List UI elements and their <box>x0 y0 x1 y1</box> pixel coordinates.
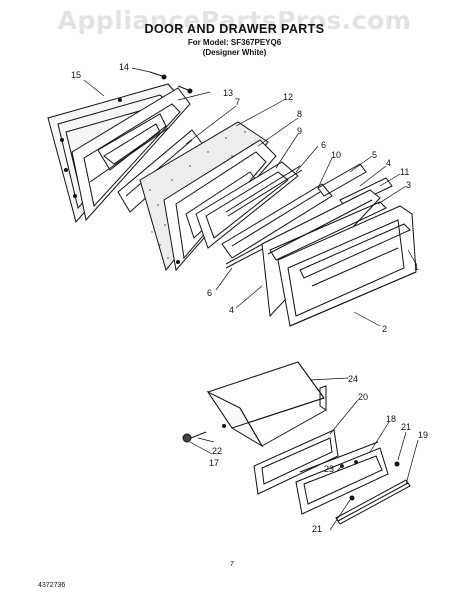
callout-19: 19 <box>418 430 428 440</box>
callout-12: 12 <box>283 92 293 102</box>
part-13-inner-panel <box>71 87 191 222</box>
part-3-frame <box>269 201 387 261</box>
leader-lines <box>83 67 419 531</box>
callout-3: 3 <box>406 180 411 190</box>
part-22-roller <box>182 424 226 443</box>
callout-labels: 15 14 13 7 12 8 9 6 10 5 4 11 3 1 6 4 2 … <box>71 62 428 534</box>
part-2-outer-door <box>277 205 417 327</box>
page-title: DOOR AND DRAWER PARTS <box>144 22 325 36</box>
part-21-23-fasteners <box>340 460 400 501</box>
callout-7: 7 <box>235 97 240 107</box>
part-5-spacer <box>317 163 367 197</box>
part-20-drawer-frame <box>253 429 339 495</box>
finish-label: (Designer White) <box>202 48 267 57</box>
callout-18: 18 <box>386 414 396 424</box>
part-19-drawer-handle <box>335 479 411 525</box>
callout-10: 10 <box>331 150 341 160</box>
callout-4-lower: 4 <box>229 305 234 315</box>
callout-11: 11 <box>400 167 409 177</box>
callout-14: 14 <box>119 62 129 72</box>
callout-6-lower: 6 <box>207 288 212 298</box>
callout-9: 9 <box>297 126 302 136</box>
callout-2: 2 <box>382 324 387 334</box>
callout-6-upper: 6 <box>321 140 326 150</box>
part-18-drawer-front <box>295 441 389 515</box>
watermark: AppliancePartsPros.com <box>57 6 412 35</box>
part-1-door-handle <box>299 223 411 287</box>
callout-5: 5 <box>372 150 377 160</box>
part-24-drawer-box <box>206 361 327 448</box>
callout-1: 1 <box>414 262 419 272</box>
callout-21-upper: 21 <box>401 422 411 432</box>
model-number: For Model: SF367PEYQ6 <box>187 38 282 47</box>
callout-23: 23 <box>324 464 334 474</box>
callout-21-lower: 21 <box>312 524 322 534</box>
callout-8: 8 <box>297 109 302 119</box>
callout-17: 17 <box>209 458 219 468</box>
callout-13: 13 <box>223 88 233 98</box>
part-14-screws <box>149 71 193 94</box>
part-6-upper-rail <box>225 165 303 217</box>
callout-22: 22 <box>212 446 222 456</box>
callout-4-upper: 4 <box>386 158 391 168</box>
document-number: 4372736 <box>38 582 66 589</box>
part-10-inner-glass <box>221 183 333 259</box>
callout-20: 20 <box>358 392 368 402</box>
callout-15: 15 <box>71 70 81 80</box>
page-number: 7 <box>230 561 234 568</box>
callout-24: 24 <box>348 374 358 384</box>
